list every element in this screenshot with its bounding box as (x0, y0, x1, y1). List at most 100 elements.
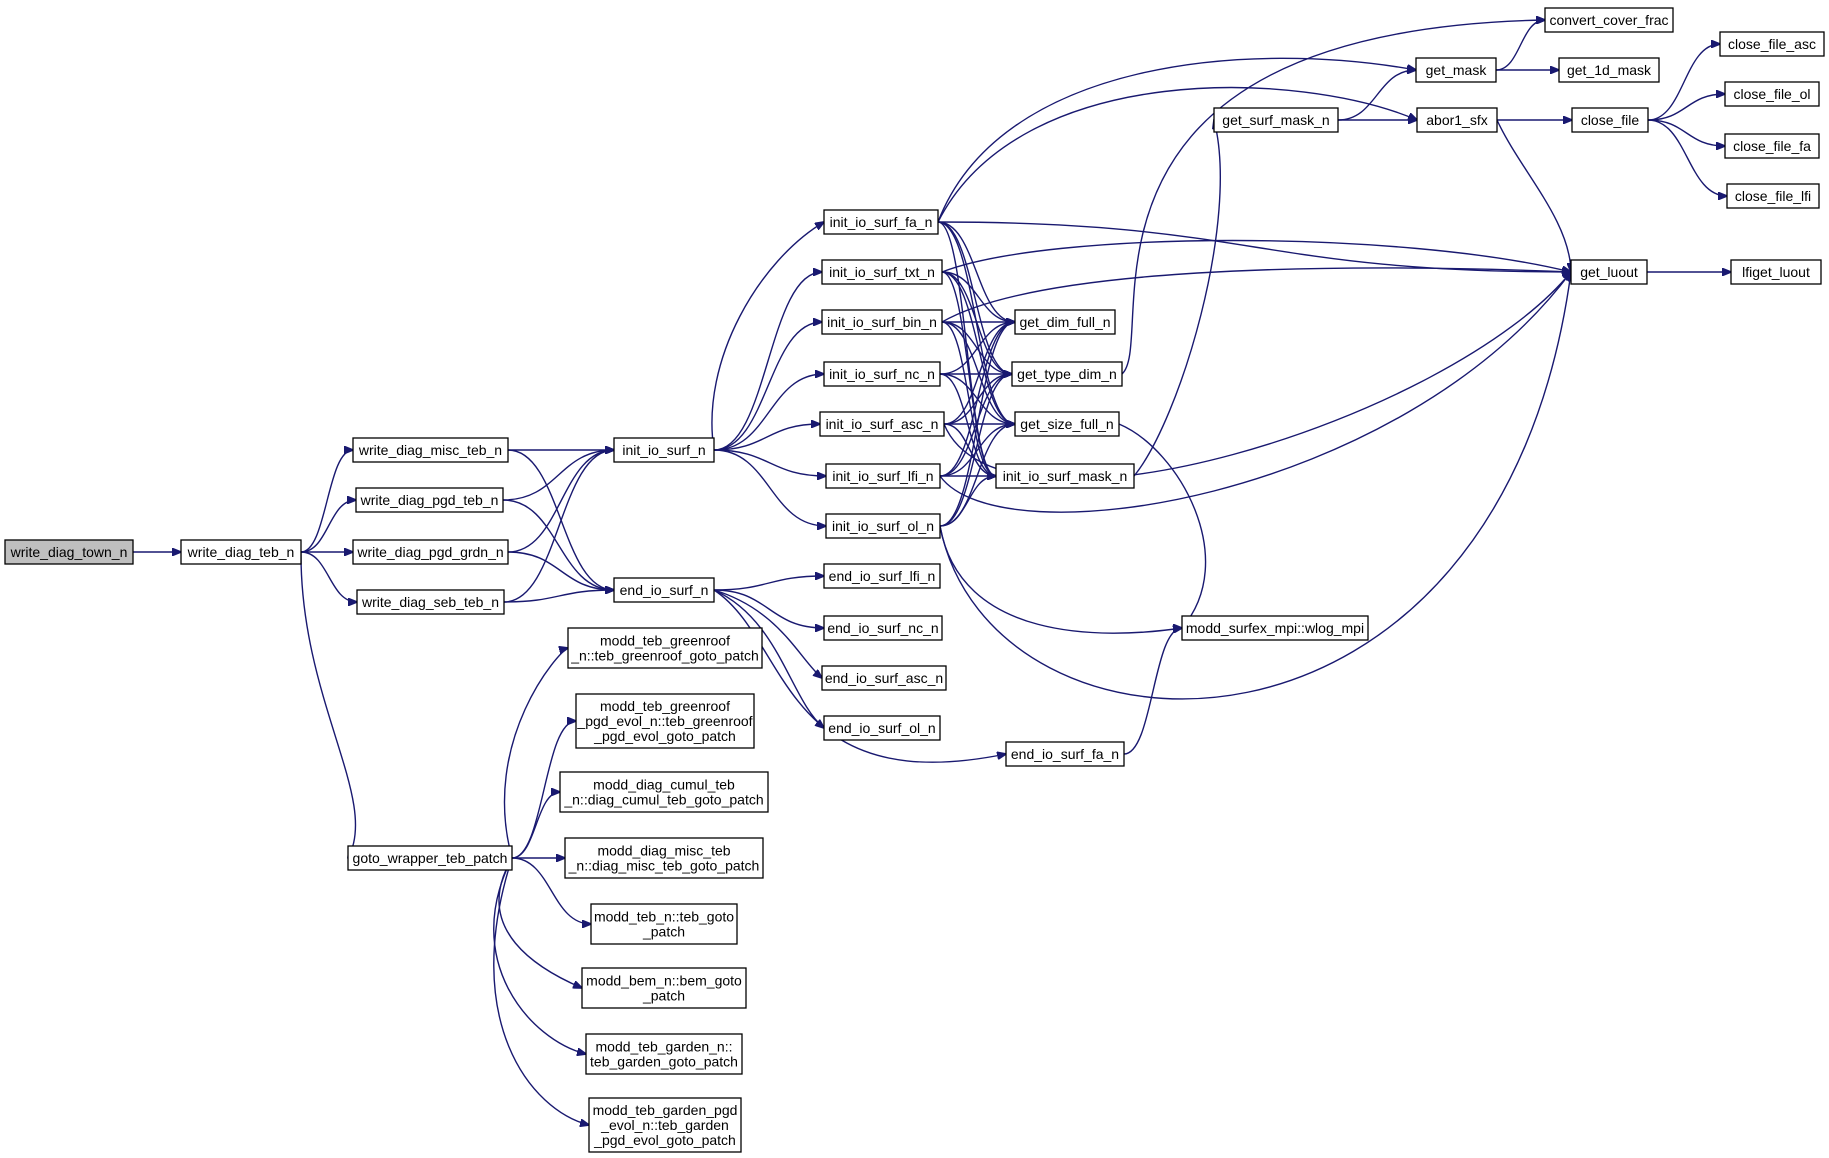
node-bem_goto_patch[interactable]: modd_bem_n::bem_goto_patch (581, 967, 747, 1009)
node-convert_cover_frac[interactable]: convert_cover_frac (1544, 7, 1674, 33)
edge-path (713, 322, 822, 451)
node-get_mask[interactable]: get_mask (1415, 57, 1497, 83)
node-box[interactable] (575, 693, 755, 749)
node-box[interactable] (821, 259, 943, 285)
node-label: convert_cover_frac (1549, 12, 1668, 28)
node-init_io_surf_n[interactable]: init_io_surf_n (613, 437, 715, 463)
node-box[interactable] (825, 463, 941, 489)
node-box[interactable] (823, 563, 941, 589)
node-wlog_mpi[interactable]: modd_surfex_mpi::wlog_mpi (1181, 615, 1369, 641)
node-teb_greenroof_goto_patch[interactable]: modd_teb_greenroof_n::teb_greenroof_goto… (567, 627, 763, 669)
node-box[interactable] (821, 665, 947, 691)
node-box[interactable] (823, 615, 943, 641)
node-close_file_asc[interactable]: close_file_asc (1719, 31, 1825, 57)
node-end_io_surf_ol_n[interactable]: end_io_surf_ol_n (823, 715, 941, 741)
node-teb_greenroof_pgd_evol_goto_patch[interactable]: modd_teb_greenroof_pgd_evol_n::teb_green… (575, 693, 755, 749)
node-get_size_full_n[interactable]: get_size_full_n (1014, 411, 1120, 437)
node-box[interactable] (1014, 309, 1116, 335)
node-diag_cumul_teb_goto_patch[interactable]: modd_diag_cumul_teb_n::diag_cumul_teb_go… (559, 771, 769, 813)
node-goto_wrapper_teb_patch[interactable]: goto_wrapper_teb_patch (347, 845, 513, 871)
node-write_diag_town_n[interactable]: write_diag_town_n (4, 539, 134, 565)
node-box[interactable] (1014, 411, 1120, 437)
node-write_diag_pgd_grdn_n[interactable]: write_diag_pgd_grdn_n (352, 539, 509, 565)
node-box[interactable] (585, 1033, 743, 1075)
node-box[interactable] (356, 589, 505, 615)
node-box[interactable] (1571, 107, 1649, 133)
node-init_io_surf_txt_n[interactable]: init_io_surf_txt_n (821, 259, 943, 285)
node-close_file_lfi[interactable]: close_file_lfi (1726, 183, 1820, 209)
node-end_io_surf_n[interactable]: end_io_surf_n (613, 577, 715, 603)
node-box[interactable] (1730, 259, 1822, 285)
node-box[interactable] (819, 411, 945, 437)
node-box[interactable] (588, 1097, 742, 1153)
node-get_surf_mask_n[interactable]: get_surf_mask_n (1213, 107, 1339, 133)
node-box[interactable] (564, 837, 764, 879)
node-write_diag_pgd_teb_n[interactable]: write_diag_pgd_teb_n (355, 487, 504, 513)
node-label: end_io_surf_fa_n (1011, 746, 1119, 762)
node-get_type_dim_n[interactable]: get_type_dim_n (1011, 361, 1123, 387)
node-box[interactable] (180, 539, 302, 565)
node-get_1d_mask[interactable]: get_1d_mask (1558, 57, 1660, 83)
node-box[interactable] (995, 463, 1135, 489)
node-box[interactable] (823, 209, 939, 235)
node-end_io_surf_lfi_n[interactable]: end_io_surf_lfi_n (823, 563, 941, 589)
node-box[interactable] (4, 539, 134, 565)
node-box[interactable] (613, 437, 715, 463)
node-end_io_surf_nc_n[interactable]: end_io_surf_nc_n (823, 615, 943, 641)
node-end_io_surf_asc_n[interactable]: end_io_surf_asc_n (821, 665, 947, 691)
node-box[interactable] (352, 437, 509, 463)
node-get_dim_full_n[interactable]: get_dim_full_n (1014, 309, 1116, 335)
node-teb_garden_pgd_evol_goto_patch[interactable]: modd_teb_garden_pgd_evol_n::teb_garden_p… (588, 1097, 742, 1153)
node-box[interactable] (1181, 615, 1369, 641)
node-get_luout[interactable]: get_luout (1570, 259, 1648, 285)
node-teb_garden_goto_patch[interactable]: modd_teb_garden_n::teb_garden_goto_patch (585, 1033, 743, 1075)
node-box[interactable] (1719, 31, 1825, 57)
node-close_file_ol[interactable]: close_file_ol (1724, 81, 1820, 107)
node-box[interactable] (825, 513, 941, 539)
node-box[interactable] (590, 903, 738, 945)
edge-path (939, 476, 996, 527)
node-teb_goto_patch[interactable]: modd_teb_n::teb_goto_patch (590, 903, 738, 945)
node-close_file[interactable]: close_file (1571, 107, 1649, 133)
node-box[interactable] (355, 487, 504, 513)
node-box[interactable] (1726, 183, 1820, 209)
node-lfiget_luout[interactable]: lfiget_luout (1730, 259, 1822, 285)
node-box[interactable] (1724, 133, 1820, 159)
node-box[interactable] (1213, 107, 1339, 133)
node-box[interactable] (1544, 7, 1674, 33)
node-box[interactable] (1724, 81, 1820, 107)
node-init_io_surf_asc_n[interactable]: init_io_surf_asc_n (819, 411, 945, 437)
node-init_io_surf_ol_n[interactable]: init_io_surf_ol_n (825, 513, 941, 539)
node-box[interactable] (1005, 741, 1125, 767)
node-box[interactable] (559, 771, 769, 813)
node-abor1_sfx[interactable]: abor1_sfx (1416, 107, 1498, 133)
node-box[interactable] (823, 715, 941, 741)
node-init_io_surf_lfi_n[interactable]: init_io_surf_lfi_n (825, 463, 941, 489)
node-box[interactable] (1011, 361, 1123, 387)
node-box[interactable] (1415, 57, 1497, 83)
node-init_io_surf_bin_n[interactable]: init_io_surf_bin_n (821, 309, 943, 335)
node-write_diag_teb_n[interactable]: write_diag_teb_n (180, 539, 302, 565)
node-write_diag_misc_teb_n[interactable]: write_diag_misc_teb_n (352, 437, 509, 463)
node-box[interactable] (352, 539, 509, 565)
node-close_file_fa[interactable]: close_file_fa (1724, 133, 1820, 159)
node-box[interactable] (581, 967, 747, 1009)
node-box[interactable] (1416, 107, 1498, 133)
edge-init_io_surf_fa_n-to-get_type_dim_n (937, 221, 1012, 374)
node-init_io_surf_fa_n[interactable]: init_io_surf_fa_n (823, 209, 939, 235)
edge-path (937, 221, 1012, 374)
node-box[interactable] (1558, 57, 1660, 83)
node-box[interactable] (821, 309, 943, 335)
node-end_io_surf_fa_n[interactable]: end_io_surf_fa_n (1005, 741, 1125, 767)
node-box[interactable] (1570, 259, 1648, 285)
edge-write_diag_seb_teb_n-to-end_io_surf_n (503, 590, 614, 603)
node-write_diag_seb_teb_n[interactable]: write_diag_seb_teb_n (356, 589, 505, 615)
node-box[interactable] (823, 361, 941, 387)
node-box[interactable] (567, 627, 763, 669)
node-diag_misc_teb_goto_patch[interactable]: modd_diag_misc_teb_n::diag_misc_teb_goto… (564, 837, 764, 879)
node-init_io_surf_mask_n[interactable]: init_io_surf_mask_n (995, 463, 1135, 489)
node-box[interactable] (347, 845, 513, 871)
node-box[interactable] (613, 577, 715, 603)
edge-init_io_surf_n-to-init_io_surf_bin_n (713, 322, 822, 451)
node-init_io_surf_nc_n[interactable]: init_io_surf_nc_n (823, 361, 941, 387)
